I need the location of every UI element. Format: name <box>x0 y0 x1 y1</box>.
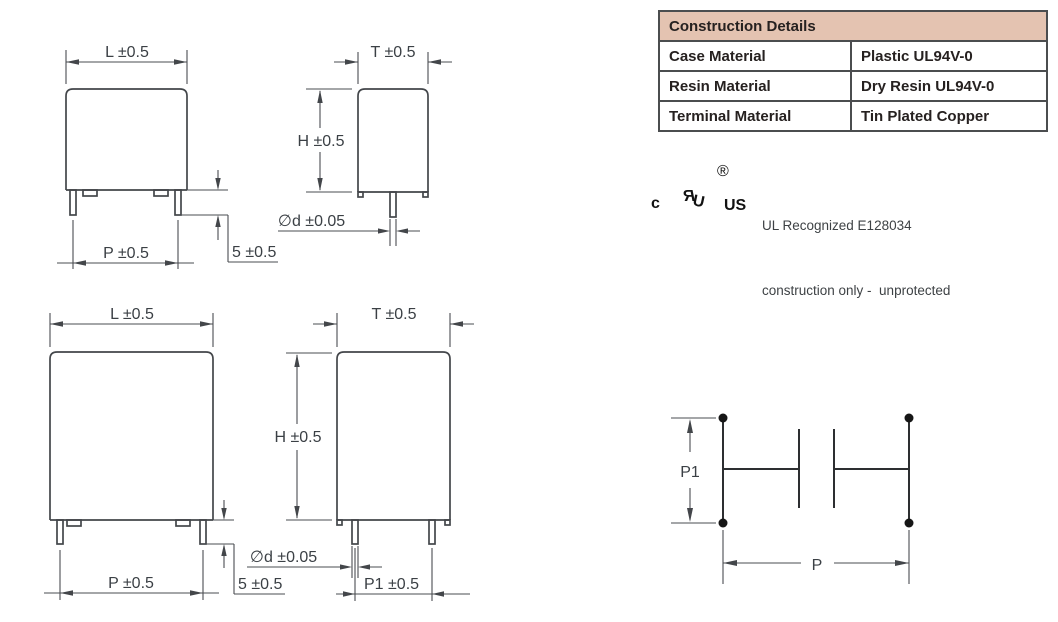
dim-label-length-bottom-front: L ±0.5 <box>110 306 154 323</box>
dim-p1-bottom-side: P1 ±0.5 <box>336 548 470 601</box>
table-header: Construction Details <box>660 12 1046 42</box>
ul-mark-us-label: US <box>724 197 747 214</box>
capacitor-symbol <box>722 418 910 523</box>
table-row: Resin Material Dry Resin UL94V-0 <box>660 72 1046 102</box>
dim-label-pitch-top-front: P ±0.5 <box>103 245 149 262</box>
ul-mark-u: U <box>691 192 706 211</box>
dim-label-p1-bottom-side: P1 ±0.5 <box>364 576 419 593</box>
dim-thickness-top-side: T ±0.5 <box>334 44 452 84</box>
value-cell: Plastic UL94V-0 <box>861 48 973 65</box>
dim-standoff-bottom-front: 5 ±0.5 <box>206 500 285 595</box>
pin-schematic: P1 P <box>671 413 914 584</box>
dim-label-thickness-bottom-side: T ±0.5 <box>372 306 417 323</box>
value-cell: Dry Resin UL94V-0 <box>861 78 995 95</box>
dim-label-length-top-front: L ±0.5 <box>105 44 149 61</box>
dim-thickness-bottom-side: T ±0.5 <box>313 306 474 347</box>
dim-pitch-bottom-front: P ±0.5 <box>44 550 219 600</box>
ul-recognition-block: c R U ® US UL Recognized E128034 constru… <box>650 164 950 345</box>
property-cell: Terminal Material <box>660 102 852 130</box>
bottom-front-view-outline <box>49 351 214 545</box>
dim-label-lead-diameter-top-side: ∅d ±0.05 <box>278 213 345 230</box>
dim-label-standoff-bottom-front: 5 ±0.5 <box>238 576 282 593</box>
value-cell: Tin Plated Copper <box>861 108 990 125</box>
ul-recognition-text: UL Recognized E128034 construction only … <box>762 172 950 345</box>
dim-label-thickness-top-side: T ±0.5 <box>371 44 416 61</box>
registered-trademark-symbol: ® <box>717 164 729 180</box>
dim-label-pitch-bottom-front: P ±0.5 <box>108 575 154 592</box>
dim-label-p1-schematic: P1 <box>680 464 700 481</box>
table-title: Construction Details <box>669 18 816 35</box>
construction-details-table: Construction Details Case Material Plast… <box>658 10 1048 132</box>
ul-mark-c-label: c <box>651 195 660 212</box>
property-cell: Case Material <box>660 42 852 70</box>
bottom-side-view-outline <box>336 351 451 545</box>
dim-lead-diameter-bottom-side: ∅d ±0.05 <box>247 546 382 578</box>
dim-pitch-top-front: P ±0.5 <box>57 220 194 269</box>
top-side-view-outline <box>357 88 429 218</box>
ul-mark-reversed-r: R <box>683 188 695 205</box>
property-cell: Resin Material <box>660 72 852 100</box>
dim-lead-diameter-top-side: ∅d ±0.05 <box>278 213 420 246</box>
dim-standoff-top-front: 5 ±0.5 <box>181 170 278 263</box>
dim-height-top-side: H ±0.5 <box>297 88 352 193</box>
table-row: Case Material Plastic UL94V-0 <box>660 42 1046 72</box>
dim-label-height-top-side: H ±0.5 <box>297 133 344 150</box>
dim-label-height-bottom-side: H ±0.5 <box>274 429 321 446</box>
dim-height-bottom-side: H ±0.5 <box>274 352 332 521</box>
ul-recognized-mark-icon: c R U ® US <box>651 164 747 214</box>
dim-p-schematic: P <box>722 530 910 584</box>
table-row: Terminal Material Tin Plated Copper <box>660 102 1046 130</box>
top-front-view-outline <box>65 88 188 216</box>
dim-length-bottom-front: L ±0.5 <box>49 306 214 347</box>
dim-label-p-schematic: P <box>812 557 823 574</box>
dim-p1-schematic: P1 <box>671 417 716 524</box>
ul-recognition-line2: construction only - unprotected <box>762 282 951 298</box>
terminal-dots <box>718 413 914 528</box>
dim-length-top-front: L ±0.5 <box>65 44 188 84</box>
ul-recognition-line1: UL Recognized E128034 <box>762 218 912 234</box>
dim-label-standoff-top-front: 5 ±0.5 <box>232 244 276 261</box>
dim-label-lead-diameter-bottom-side: ∅d ±0.05 <box>250 549 317 566</box>
